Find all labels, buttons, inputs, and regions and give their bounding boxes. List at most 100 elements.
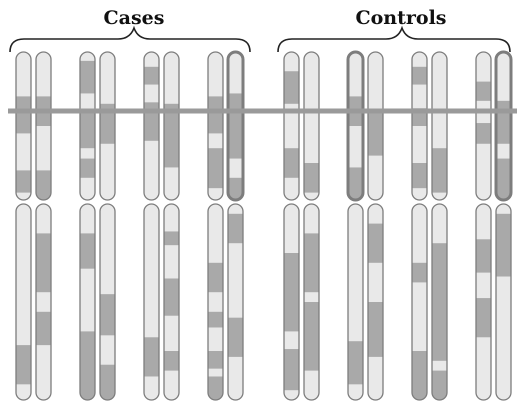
band [208,351,223,369]
controls-pair-2-right-chromosome-lower-arm [367,203,384,401]
chromosome-layer [15,50,513,401]
cases-pair-3-right-chromosome [163,51,180,401]
band [100,364,115,400]
band [208,148,223,189]
band [412,66,427,85]
cases-pair-2-left-chromosome-lower-arm-outline [79,203,96,401]
cases-pair-4-left-chromosome-lower-arm-body [208,204,223,400]
controls-pair-3-right-chromosome-upper-arm-outline [431,51,448,201]
cases-pair-3-right-chromosome-upper-arm-outline [163,51,180,201]
controls-pair-3-left-chromosome-upper-arm-outline [411,51,428,201]
band [476,298,491,338]
controls-pair-3-right-chromosome-lower-arm [431,203,448,401]
cases-pair-3-right-chromosome-upper-arm [163,51,180,201]
controls-pair-2-left-chromosome-upper-arm-bands [348,96,363,200]
band [432,243,447,361]
cases-pair-4-left-chromosome-upper-arm-bands [208,96,223,189]
band [80,158,95,178]
cases-pair-2-left-chromosome-lower-arm [79,203,96,401]
band [348,341,363,385]
controls-group [283,50,513,401]
controls-pair-2-right-chromosome-upper-arm-outline [367,51,384,201]
band [164,351,179,371]
band [228,317,243,357]
band [208,376,223,400]
controls-pair-4-right-chromosome-upper-arm [494,50,513,202]
cases-pair-2-left-chromosome [79,51,96,401]
controls-pair-3-left-chromosome-lower-arm-outline [411,203,428,401]
cases-pair-1-left-chromosome-upper-arm [15,51,32,201]
cases-pair-1-left-chromosome-upper-arm-bands [16,96,31,193]
band [16,96,31,134]
cases-pair-4-left-chromosome [207,51,224,401]
controls-pair-3-right-chromosome-upper-arm-bands [432,148,447,193]
controls-pair-4-left-chromosome-upper-arm-bands [476,81,491,144]
cases-pair-1-right-chromosome-upper-arm [35,51,52,201]
band [36,311,51,346]
band [228,177,243,200]
cases-pair-1-right-chromosome-lower-arm-bands [36,233,51,346]
cases-pair-2-left-chromosome-upper-arm-bands [80,60,95,178]
controls-label: Controls [356,7,447,29]
controls-pair-4-left-chromosome-upper-arm [475,51,492,201]
band [284,349,299,391]
cases-pair-1-right-chromosome [35,51,52,401]
band [476,239,491,273]
band [476,123,491,144]
cases-pair-4-right-chromosome [226,50,245,401]
band [144,102,159,141]
band [100,103,115,144]
cases-pair-3-left-chromosome-upper-arm [143,51,160,201]
cases-pair-2-right-chromosome-lower-arm-bands [100,294,115,400]
controls-pair-2-right-chromosome-upper-arm-bands [368,111,383,156]
controls-pair-1-right-chromosome-lower-arm [303,203,320,401]
cases-pair-2-left-chromosome-upper-arm [79,51,96,201]
band [348,167,363,200]
band [284,148,299,178]
band [284,253,299,332]
cases-pair-2-right-chromosome-upper-arm [99,51,116,201]
band [496,158,511,200]
cases-pair-3-right-chromosome-lower-arm-outline [163,203,180,401]
band [432,370,447,400]
controls-pair-3-right-chromosome-lower-arm-outline [431,203,448,401]
band [476,81,491,101]
cases-pair-3-right-chromosome-lower-arm-bands [164,231,179,371]
band [228,93,243,159]
cases-pair-4-right-chromosome-upper-arm-outline [226,50,245,202]
controls-pair-1-left-chromosome-upper-arm-bands [284,71,299,178]
controls-pair-2-left-chromosome-lower-arm [347,203,364,401]
controls-brace [277,25,511,53]
controls-pair-3-left-chromosome-lower-arm [411,203,428,401]
controls-pair-4-right-chromosome-lower-arm-bands [496,213,511,277]
controls-pair-2-right-chromosome-lower-arm-outline [367,203,384,401]
cases-pair-4-left-chromosome-upper-arm-outline [207,51,224,201]
band [208,96,223,134]
band [208,262,223,293]
cases-pair-2-left-chromosome-upper-arm-outline [79,51,96,201]
controls-pair-2-left-chromosome-lower-arm-bands [348,341,363,385]
band [368,223,383,263]
controls-pair-1-right-chromosome-upper-arm [303,51,320,201]
controls-pair-4-left-chromosome-lower-arm-bands [476,239,491,338]
controls-pair-3-left-chromosome-lower-arm-bands [412,262,427,400]
controls-pair-1-left-chromosome-lower-arm-bands [284,253,299,391]
controls-pair-1-right-chromosome [303,51,320,401]
band [228,213,243,244]
band [496,100,511,144]
controls-pair-1-left-chromosome-upper-arm [283,51,300,201]
cases-pair-1-right-chromosome-upper-arm-outline [35,51,52,201]
controls-pair-3-left-chromosome-upper-arm [411,51,428,201]
controls-pair-2-right-chromosome-upper-arm [367,51,384,201]
band [284,71,299,104]
controls-pair-1-left-chromosome-lower-arm [283,203,300,401]
cases-pair-3-left-chromosome-upper-arm-bands [144,66,159,141]
controls-pair-3-right-chromosome [431,51,448,401]
cases-pair-1-right-chromosome-lower-arm-outline [35,203,52,401]
controls-pair-1-right-chromosome-lower-arm-outline [303,203,320,401]
controls-pair-4-right-chromosome-lower-arm [495,203,512,401]
cases-pair-1-left-chromosome-upper-arm-outline [15,51,32,201]
band [412,163,427,189]
controls-pair-4-left-chromosome-upper-arm-outline [475,51,492,201]
